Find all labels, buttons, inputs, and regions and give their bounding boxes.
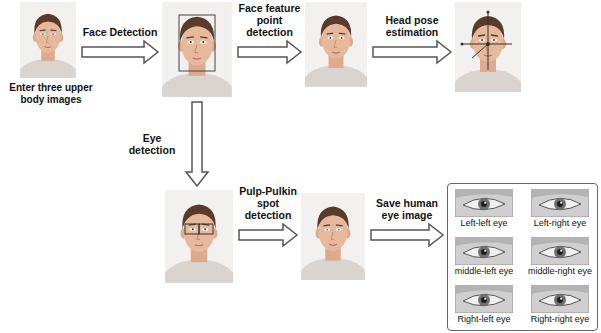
edge-label-holder: Face feature point detection <box>234 2 305 38</box>
eye-image-node: Left-left eye <box>455 189 513 217</box>
face-photo <box>162 2 232 97</box>
caption-holder: Right-left eye <box>457 314 510 325</box>
eye-photo <box>455 189 513 217</box>
pose-marker <box>461 43 464 46</box>
edge-label-holder: Pulp-Pulkin spot detection <box>235 185 301 221</box>
pose-origin <box>486 42 490 46</box>
glint <box>338 229 339 230</box>
face-photo-node <box>455 2 521 92</box>
eye-image-node: Left-right eye <box>531 189 589 217</box>
caption: Right-left eye <box>457 314 510 325</box>
block-arrow <box>373 41 451 63</box>
face-photo-node <box>162 2 232 97</box>
eye-box <box>199 224 213 234</box>
step-label: Face feature point detection <box>234 2 305 38</box>
caption-holder: Enter three upper body images <box>3 82 99 106</box>
face-photo <box>455 2 521 92</box>
eye-image-node: Right-right eye <box>531 285 589 313</box>
caption: middle-left eye <box>455 266 514 277</box>
block-arrow <box>186 102 208 186</box>
edge-label-holder: Save human eye image <box>367 197 447 221</box>
face-photo-node <box>165 190 233 283</box>
caption: Enter three upper body images <box>3 82 99 106</box>
step-label: Head pose estimation <box>371 14 453 38</box>
face-box <box>179 15 215 71</box>
caption-holder: Left-right eye <box>534 218 587 229</box>
eye-box <box>185 224 199 234</box>
eye-image-node: Right-left eye <box>455 285 513 313</box>
eye-photo <box>531 285 589 313</box>
caption: middle-right eye <box>528 266 592 277</box>
block-arrow <box>239 224 297 246</box>
face-photo <box>301 193 365 280</box>
caption: Left-right eye <box>534 218 587 229</box>
eye-image-node: middle-right eye <box>531 237 589 265</box>
face-photo-node <box>305 2 367 87</box>
face-photo <box>165 190 233 283</box>
block-arrow <box>82 41 158 63</box>
caption-holder: Right-right eye <box>531 314 590 325</box>
face-photo <box>20 2 76 78</box>
block-arrow <box>238 41 301 63</box>
pose-axes <box>462 12 512 70</box>
caption-holder: Left-left eye <box>460 218 507 229</box>
caption-holder: middle-left eye <box>455 266 514 277</box>
step-label: Pulp-Pulkin spot detection <box>235 185 301 221</box>
eye-photo <box>531 237 589 265</box>
step-label: Save human eye image <box>367 197 447 221</box>
step-label: Eye detection <box>123 132 181 156</box>
face-photo-node: Enter three upper body images <box>20 2 76 78</box>
caption: Left-left eye <box>460 218 507 229</box>
eye-photo <box>531 189 589 217</box>
edge-label-holder: Eye detection <box>123 132 181 156</box>
glint <box>326 229 327 230</box>
eye-photo <box>455 285 513 313</box>
pose-marker <box>487 11 490 14</box>
step-label: Face Detection <box>79 26 161 38</box>
caption-holder: middle-right eye <box>528 266 592 277</box>
eye-image-node: middle-left eye <box>455 237 513 265</box>
edge-label-holder: Face Detection <box>79 26 161 38</box>
edge-label-holder: Head pose estimation <box>371 14 453 38</box>
block-arrow <box>371 224 443 246</box>
face-photo <box>305 2 367 87</box>
caption: Right-right eye <box>531 314 590 325</box>
face-photo-node <box>301 193 365 280</box>
output-panel: Left-left eyeLeft-right eyemiddle-left e… <box>447 183 598 331</box>
eye-photo <box>455 237 513 265</box>
